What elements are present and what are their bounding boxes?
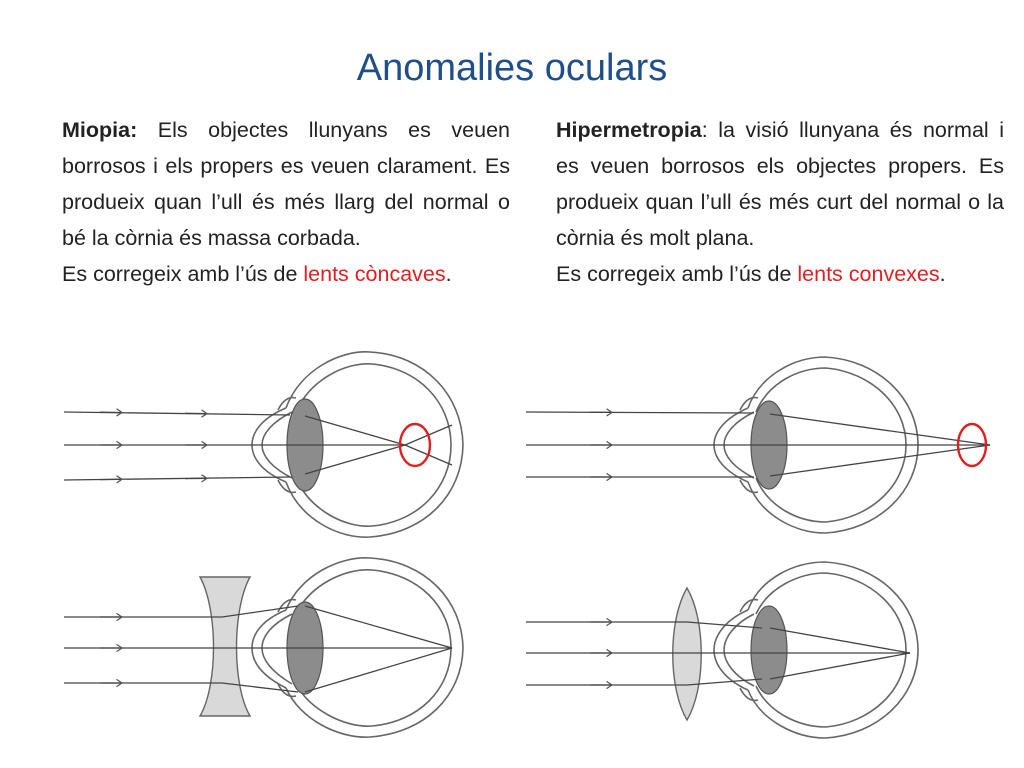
hyperopia-eye-diagram: [525, 356, 991, 534]
focus-point-marker: [398, 422, 432, 468]
myopia-text: Miopia: Els objectes llunyans es veuen b…: [62, 112, 510, 292]
myopia-term: Miopia:: [62, 118, 138, 142]
hyperopia-term: Hipermetropia: [556, 118, 702, 142]
light-rays: [64, 605, 453, 693]
myopia-correction-paragraph: Es corregeix amb l’ús de lents còncaves.: [62, 256, 510, 292]
hyperopia-corrected-diagram: [526, 561, 919, 739]
myopia-description: Els objectes llunyans es veuen borrosos …: [62, 118, 510, 250]
hyperopia-text: Hipermetropia: la visió llunyana és norm…: [556, 112, 1004, 292]
light-rays: [525, 408, 991, 482]
concave-lens: [198, 576, 252, 717]
focus-point-marker: [956, 422, 988, 468]
lens: [286, 398, 324, 492]
light-rays: [526, 617, 911, 690]
lens: [750, 605, 788, 695]
myopia-correction-suffix: .: [445, 262, 452, 286]
eyeball-outline: [713, 356, 919, 534]
hyperopia-correction-prefix: Es corregeix amb l’ús de: [556, 262, 798, 286]
myopia-eye-diagram: [63, 351, 464, 538]
eyeball-outline: [251, 557, 464, 738]
convex-lens: [672, 586, 702, 722]
page-title: Anomalies oculars: [356, 47, 668, 89]
lens: [750, 400, 788, 490]
eyeball-outline: [251, 351, 464, 538]
hyperopia-description: : la visió llunyana és normal i es veuen…: [556, 118, 1004, 250]
hyperopia-description-paragraph: Hipermetropia: la visió llunyana és norm…: [556, 112, 1004, 256]
lens: [286, 601, 324, 695]
myopia-lens-type: lents còncaves: [303, 262, 446, 286]
eyeball-outline: [713, 561, 919, 739]
hyperopia-lens-type: lents convexes: [797, 262, 940, 286]
light-rays: [63, 408, 453, 484]
hyperopia-correction-paragraph: Es corregeix amb l’ús de lents convexes.: [556, 256, 1004, 292]
myopia-correction-prefix: Es corregeix amb l’ús de: [62, 262, 304, 286]
myopia-corrected-diagram: [64, 557, 464, 738]
myopia-description-paragraph: Miopia: Els objectes llunyans es veuen b…: [62, 112, 510, 256]
hyperopia-correction-suffix: .: [939, 262, 946, 286]
